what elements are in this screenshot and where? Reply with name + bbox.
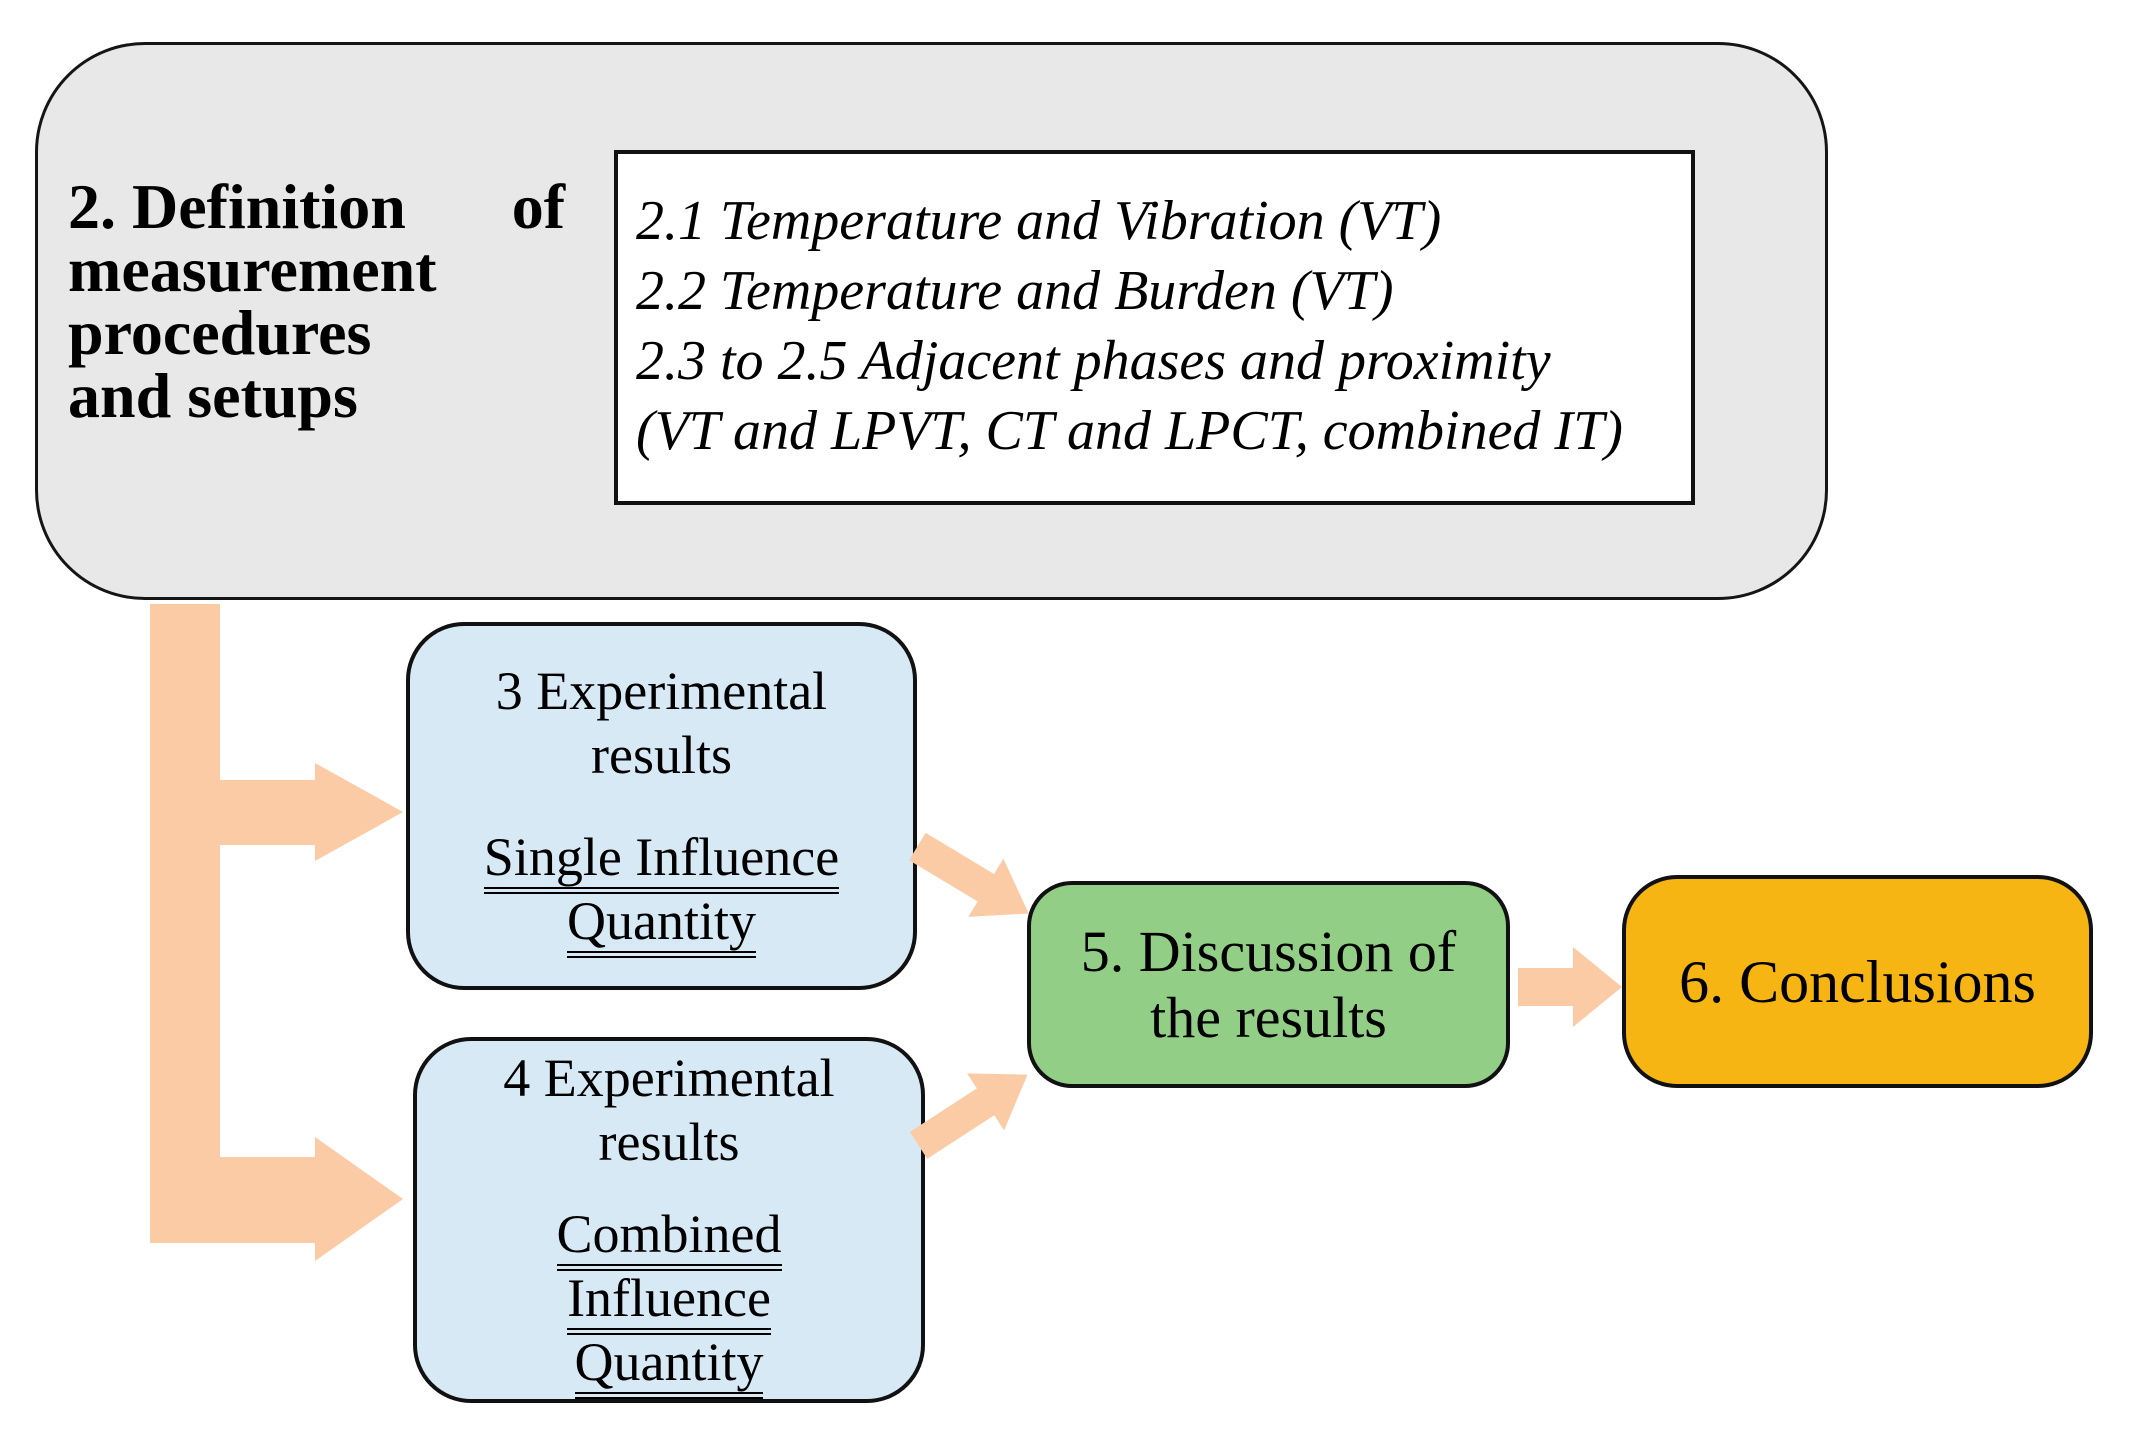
exp3-underline-line1: Single Influence [483, 825, 840, 894]
exp4-underline-line1: Combined [556, 1202, 782, 1271]
conclusions-box: 6. Conclusions [1622, 875, 2093, 1088]
exp3-line1: 3 Experimental [495, 661, 828, 721]
arrow-definition-to-combined [220, 1137, 403, 1261]
definition-title-line1-right: of [511, 171, 565, 242]
conclusions-label: 6. Conclusions [1679, 948, 2036, 1015]
subsection-2-1: 2.1 Temperature and Vibration (VT) [636, 190, 1442, 252]
connector-vertical-bar [150, 604, 220, 1243]
definition-title-line4: and setups [68, 360, 358, 431]
experimental-combined-box: 4 Experimental results Combined Influenc… [413, 1037, 925, 1403]
exp4-underline-line3: Quantity [574, 1330, 764, 1399]
discussion-box: 5. Discussion of the results [1027, 881, 1510, 1088]
discussion-line1: 5. Discussion of [1080, 918, 1457, 984]
exp4-underline-line2: Influence [567, 1266, 771, 1335]
definition-section-title: 2. Definition of measurement procedures … [68, 171, 565, 431]
subsection-2-2: 2.2 Temperature and Burden (VT) [636, 260, 1394, 322]
definition-title-line3: procedures [68, 297, 372, 368]
exp4-line1: 4 Experimental [503, 1048, 835, 1108]
definition-title-line1: 2. Definition of [68, 171, 565, 242]
definition-title-line1-left: 2. Definition [68, 171, 406, 242]
discussion-line2: the results [1150, 984, 1387, 1050]
arrow-definition-to-single [220, 763, 403, 861]
subsection-2-3-line1: 2.3 to 2.5 Adjacent phases and proximity [636, 330, 1551, 392]
subsection-list-box: 2.1 Temperature and Vibration (VT) 2.2 T… [614, 150, 1695, 505]
exp3-line2: results [591, 725, 732, 785]
exp4-line2: results [598, 1112, 740, 1172]
definition-title-line2: measurement [68, 234, 437, 305]
subsection-2-3-line2: (VT and LPVT, CT and LPCT, combined IT) [636, 400, 1623, 462]
arrow-discussion-to-conclusions [1518, 947, 1622, 1027]
arrow-combined-to-discussion [909, 1073, 1028, 1159]
definition-section-box: 2. Definition of measurement procedures … [35, 42, 1828, 600]
arrow-single-to-discussion [909, 832, 1029, 917]
experimental-single-box: 3 Experimental results Single Influence … [406, 622, 917, 990]
exp3-underline-line2: Quantity [567, 889, 756, 958]
